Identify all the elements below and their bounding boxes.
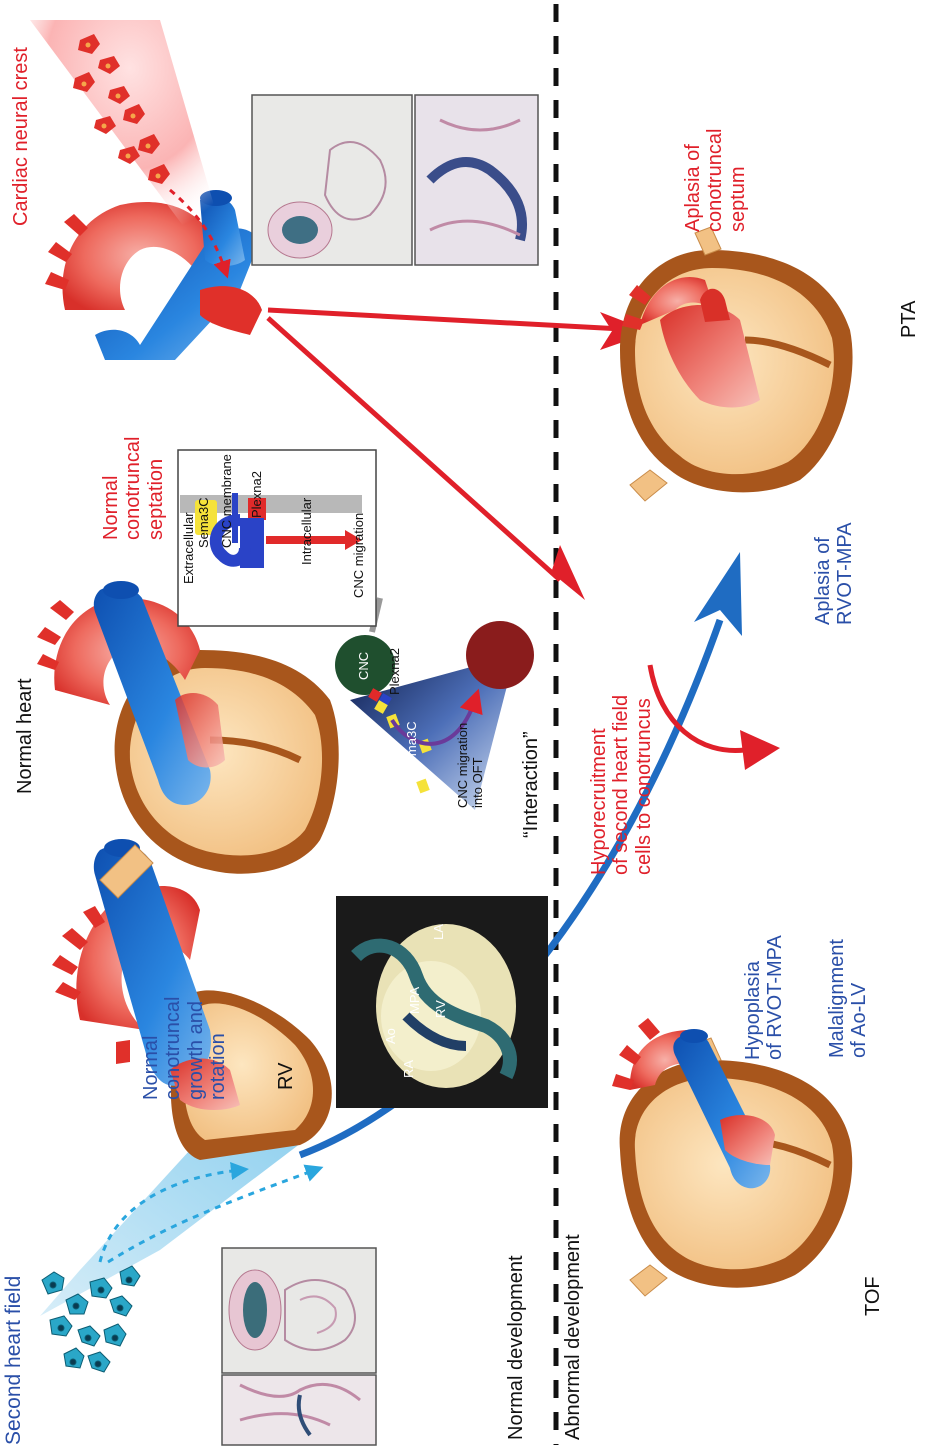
label-tof: TOF: [862, 1276, 884, 1316]
box-intracellular: Intracellular: [300, 498, 315, 565]
label-hypoplasia: Hypoplasia of RVOT-MPA: [742, 935, 787, 1060]
heart-pta: [620, 227, 853, 501]
label-cardiac-neural-crest: Cardiac neural crest: [10, 47, 32, 226]
label-aplasia-rvot: Aplasia of RVOT-MPA: [812, 522, 857, 625]
smc-cell-circle: [466, 621, 534, 689]
box-cnc-membrane: CNC membrane: [220, 454, 235, 548]
cnc-to-pta-arrow: [268, 310, 640, 330]
label-normal-heart: Normal heart: [14, 678, 36, 794]
label-interaction: “Interaction”: [520, 731, 542, 838]
label-pta: PTA: [898, 301, 920, 338]
label-abnormal-development: Abnormal development: [562, 1234, 584, 1440]
label-malalignment: Malalignment of Ao-LV: [826, 939, 871, 1058]
box-sema3c: Sema3C: [197, 497, 212, 548]
heart-cnc: [45, 190, 262, 360]
signal-migration-oft: CNC migration into OFT: [456, 723, 485, 808]
box-plexna2: Plexna2: [250, 471, 265, 518]
histology-panels-right: [252, 95, 538, 265]
label-normal-septation: Normal conotruncal septation: [100, 437, 167, 540]
signal-smc: SMC or cardiac myocyte: [470, 837, 514, 885]
label-second-heart-field: Second heart field: [2, 1276, 26, 1445]
histology-panels-left: [222, 1248, 376, 1445]
signal-plexna2: Plexna2: [388, 648, 403, 695]
box-cnc-migration: CNC migration: [352, 513, 367, 598]
label-aplasia-septum: Aplasia of conotruncal septum: [682, 129, 749, 232]
photo-label-mpa: MPA: [408, 987, 423, 1014]
photo-label-rv: RV: [434, 1000, 449, 1018]
heart-tof: [612, 1018, 852, 1296]
label-hyporecruitment: Hyporecruitment of second heart field ce…: [588, 695, 655, 875]
signal-cnc: CNC: [357, 652, 372, 680]
label-normal-development: Normal development: [505, 1255, 527, 1440]
box-extracellular: Extracellular: [182, 512, 197, 584]
label-rv: RV: [275, 1063, 297, 1090]
heart-normal: [37, 581, 339, 898]
label-normal-growth: Normal conotruncal growth and rotation: [140, 997, 230, 1100]
photo-label-la: LA: [432, 924, 447, 940]
signaling-cone-graphic: [335, 598, 534, 810]
photo-label-ra: RA: [402, 1060, 417, 1078]
signal-sema3c: Sema3C: [405, 721, 420, 772]
photo-label-ao: Ao: [384, 1028, 399, 1044]
heart-photo-inset: Ao RA MPA RV LA: [336, 896, 548, 1108]
